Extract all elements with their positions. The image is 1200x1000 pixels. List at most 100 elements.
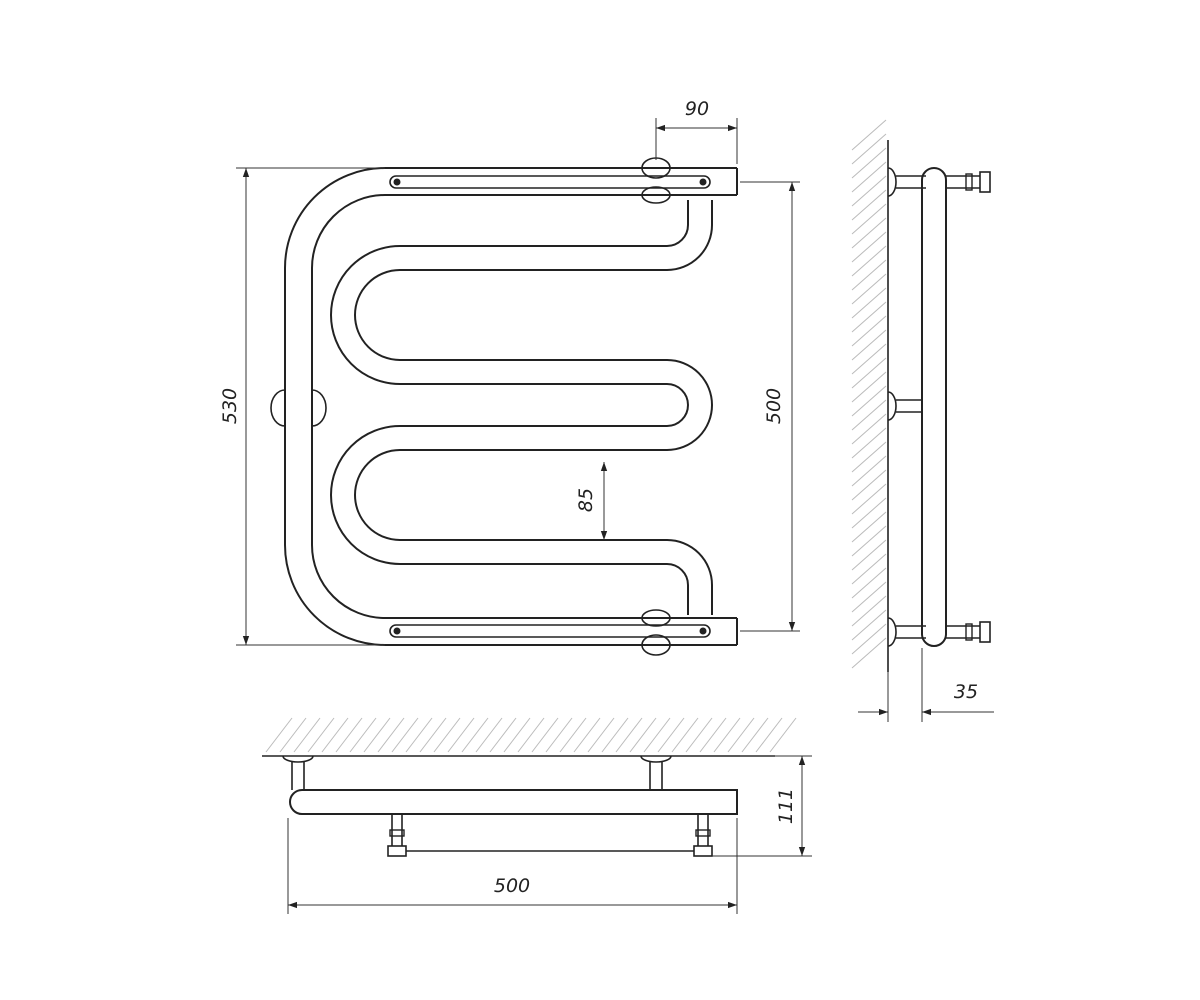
wall-hatch-line: [851, 441, 887, 473]
top-view: 111 500: [262, 717, 812, 914]
tube-inner-contour: [311, 194, 386, 619]
wall-hatch-line: [377, 717, 405, 753]
wall-hatch-line: [769, 717, 797, 753]
bracket-bottom: [641, 609, 671, 656]
dim-depth: 111: [712, 755, 812, 857]
dim-loop-pitch-label: 85: [575, 488, 597, 512]
dim-overall-height: 530: [219, 167, 385, 646]
wall-hatch-line: [851, 343, 887, 375]
wall-hatch-line: [265, 717, 293, 753]
wall-hatch-line: [851, 133, 887, 165]
side-wall: [851, 119, 889, 672]
dim-loop-pitch: 85: [575, 462, 608, 540]
wall-hatch-line: [699, 717, 727, 753]
top-wall: [262, 717, 797, 757]
bracket-middle: [270, 389, 327, 427]
wall-hatch-line: [755, 717, 783, 753]
side-view: 35: [851, 119, 994, 722]
wall-hatch-line: [851, 259, 887, 291]
wall-hatch-line: [851, 385, 887, 417]
wall-hatch-line: [851, 553, 887, 585]
wall-hatch-line: [851, 287, 887, 319]
wall-hatch-line: [741, 717, 769, 753]
dim-width-label: 500: [494, 875, 530, 897]
wall-hatch-line: [671, 717, 699, 753]
wall-hatch-line: [851, 497, 887, 529]
wall-hatch-line: [573, 717, 601, 753]
coil-outer-edge: [354, 200, 713, 615]
wall-hatch-line: [851, 161, 887, 193]
wall-hatch-line: [727, 717, 755, 753]
wall-hatch-line: [559, 717, 587, 753]
top-fitting-left: [387, 814, 407, 857]
wall-hatch-line: [851, 217, 887, 249]
wall-hatch-line: [851, 581, 887, 613]
wall-hatch-line: [461, 717, 489, 753]
wall-hatch-line: [447, 717, 475, 753]
side-fitting-bottom: [946, 621, 991, 643]
dim-overall-height-label: 530: [219, 388, 241, 424]
wall-hatch-line: [587, 717, 615, 753]
wall-hatch-line: [851, 329, 887, 361]
top-post-right: [640, 755, 672, 790]
wall-hatch-line: [433, 717, 461, 753]
wall-hatch-line: [531, 717, 559, 753]
wall-hatch-line: [349, 717, 377, 753]
wall-hatch-line: [503, 717, 531, 753]
wall-hatch-line: [851, 231, 887, 263]
wall-hatch-line: [851, 469, 887, 501]
front-view: [270, 157, 738, 656]
wall-hatch-line: [851, 203, 887, 235]
wall-hatch-line: [851, 357, 887, 389]
wall-hatch-line: [685, 717, 713, 753]
wall-hatch-line: [851, 245, 887, 277]
wall-hatch-line: [851, 119, 887, 151]
dim-top-offset-label: 90: [685, 98, 709, 120]
wall-hatch-line: [851, 427, 887, 459]
side-bracket-bottom: [887, 617, 926, 647]
wall-hatch-line: [363, 717, 391, 753]
top-fitting-right: [693, 814, 713, 857]
wall-hatch-line: [475, 717, 503, 753]
wall-hatch-line: [851, 147, 887, 179]
side-bracket-middle: [887, 391, 922, 421]
wall-hatch-line: [335, 717, 363, 753]
wall-hatch-line: [851, 189, 887, 221]
coil-inner-edge: [330, 200, 689, 615]
wall-hatch-line: [851, 413, 887, 445]
wall-hatch-line: [851, 175, 887, 207]
wall-hatch-line: [307, 717, 335, 753]
wall-hatch-line: [489, 717, 517, 753]
wall-hatch-line: [601, 717, 629, 753]
wall-hatch-line: [545, 717, 573, 753]
wall-hatch-line: [851, 595, 887, 627]
dim-width: 500: [287, 818, 738, 914]
wall-hatch-line: [851, 273, 887, 305]
wall-hatch-line: [321, 717, 349, 753]
wall-hatch-line: [419, 717, 447, 753]
top-shelf-bar: [389, 175, 711, 189]
wall-hatch-line: [851, 455, 887, 487]
dim-top-offset: 90: [655, 98, 738, 164]
wall-hatch-line: [851, 483, 887, 515]
tube-outer-contour: [284, 167, 737, 646]
dim-depth-label: 111: [775, 788, 797, 824]
wall-hatch-line: [629, 717, 657, 753]
top-tube: [289, 789, 738, 815]
wall-hatch-line: [851, 399, 887, 431]
dim-center-distance: 500: [740, 181, 800, 632]
dim-center-distance-label: 500: [763, 388, 785, 424]
dim-wall-offset-label: 35: [954, 681, 978, 703]
wall-hatch-line: [851, 371, 887, 403]
wall-hatch-line: [517, 717, 545, 753]
wall-hatch-line: [851, 511, 887, 543]
wall-hatch-line: [851, 609, 887, 641]
wall-hatch-line: [279, 717, 307, 753]
dim-wall-offset: 35: [858, 648, 994, 722]
bracket-top: [641, 157, 671, 204]
wall-hatch-line: [851, 567, 887, 599]
side-fitting-top: [946, 171, 991, 193]
wall-hatch-line: [615, 717, 643, 753]
wall-hatch-line: [643, 717, 671, 753]
